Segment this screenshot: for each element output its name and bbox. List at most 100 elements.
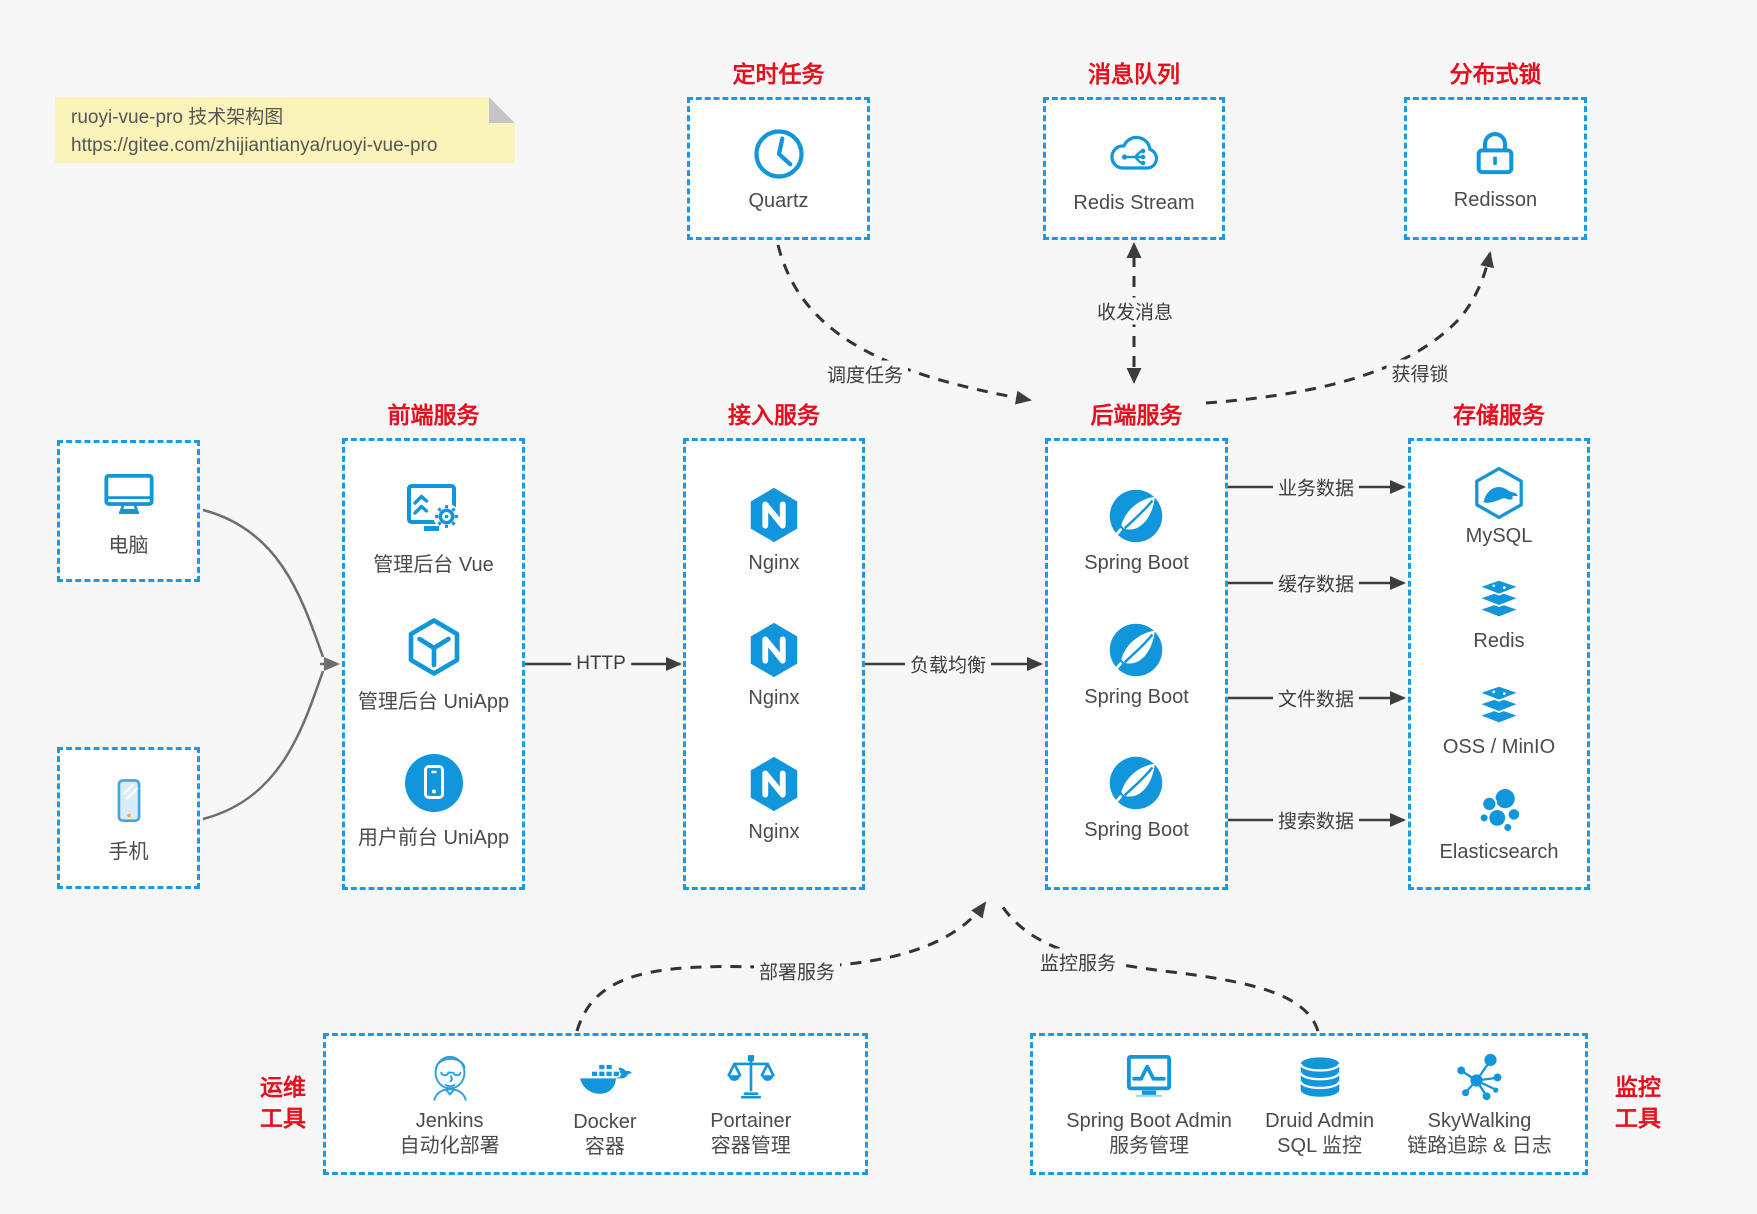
tool-sublabel: 自动化部署 — [399, 1135, 500, 1157]
access-services-box: Nginx Nginx Nginx — [683, 438, 865, 890]
item-redis-stream: Redis Stream — [1073, 122, 1195, 215]
uniapp-cube-icon — [408, 617, 459, 676]
item-nginx-3: Nginx — [743, 753, 805, 844]
item-label: Spring Boot — [1084, 551, 1189, 574]
edge-label-business-data: 业务数据 — [1272, 473, 1360, 501]
edge-label-cache-data: 缓存数据 — [1272, 569, 1360, 597]
spring-boot-icon — [1110, 489, 1163, 542]
item-oss-minio: OSS / MinIO — [1443, 677, 1555, 759]
tool-sublabel: SQL 监控 — [1277, 1135, 1363, 1157]
tool-label: Spring Boot Admin — [1066, 1110, 1232, 1132]
title-distributed-lock: 分布式锁 — [1449, 61, 1542, 87]
nginx-icon — [750, 622, 798, 677]
spring-boot-admin-icon — [1127, 1054, 1172, 1097]
monitor-label-line1: 监控 — [1615, 1074, 1661, 1100]
item-mysql: MySQL — [1465, 464, 1533, 548]
item-quartz: Quartz — [748, 124, 809, 213]
desktop-icon — [103, 473, 154, 514]
monitor-label-line2: 工具 — [1615, 1105, 1661, 1132]
item-admin-uniapp: 管理后台 UniApp — [358, 615, 509, 714]
title-backend-services: 后端服务 — [1090, 402, 1183, 428]
note-url: https://gitee.com/zhijiantianya/ruoyi-vu… — [71, 134, 438, 156]
jenkins-icon — [432, 1055, 467, 1101]
ops-label-line2: 工具 — [260, 1105, 306, 1132]
tool-label: SkyWalking — [1427, 1110, 1532, 1132]
item-label: 管理后台 Vue — [373, 554, 494, 577]
item-admin-vue: 管理后台 Vue — [373, 478, 494, 577]
item-label: Elasticsearch — [1439, 840, 1559, 863]
item-redisson: Redisson — [1454, 125, 1537, 212]
lock-icon — [1477, 132, 1514, 175]
edge-label-deploy-service: 部署服务 — [753, 957, 841, 985]
storage-services-box: MySQL Redis — [1408, 438, 1590, 890]
tool-label: Portainer — [710, 1110, 792, 1132]
mobile-client-box: 手机 — [57, 747, 200, 889]
item-skywalking: SkyWalking 链路追踪 & 日志 — [1407, 1049, 1552, 1159]
item-label: Redis — [1473, 630, 1525, 653]
item-label: Redis Stream — [1073, 192, 1195, 214]
item-label: 电脑 — [108, 534, 149, 557]
note-fold-corner — [489, 97, 515, 123]
elasticsearch-icon — [1478, 787, 1521, 833]
nginx-icon — [750, 756, 798, 811]
redisson-box: Redisson — [1404, 97, 1587, 240]
portainer-icon — [727, 1055, 775, 1099]
item-mobile: 手机 — [101, 773, 157, 864]
item-nginx-1: Nginx — [743, 484, 805, 575]
nginx-icon — [750, 488, 798, 543]
spring-boot-icon — [1110, 623, 1163, 676]
tool-sublabel: 链路追踪 & 日志 — [1407, 1135, 1552, 1157]
edge-label-send-receive-msg: 收发消息 — [1091, 297, 1179, 325]
item-jenkins: Jenkins 自动化部署 — [400, 1049, 500, 1159]
spring-boot-icon — [1110, 757, 1163, 810]
item-docker: Docker 容器 — [573, 1048, 637, 1160]
edge-label-search-data: 搜索数据 — [1272, 806, 1360, 834]
item-label: Spring Boot — [1084, 819, 1189, 842]
title-frontend-services: 前端服务 — [387, 402, 480, 428]
user-app-icon — [404, 753, 463, 812]
druid-icon — [1299, 1057, 1340, 1097]
clock-icon — [753, 129, 804, 179]
title-message-queue: 消息队列 — [1088, 61, 1180, 87]
edge-pc-to-frontend — [202, 508, 325, 658]
tool-label: Jenkins — [415, 1110, 484, 1132]
sticky-note: ruoyi-vue-pro 技术架构图 https://gitee.com/zh… — [55, 97, 515, 163]
monitor-tools-box: Spring Boot Admin 服务管理 Druid Admin SQL 监… — [1030, 1033, 1588, 1175]
item-label: Redisson — [1453, 189, 1538, 211]
item-label: 管理后台 UniApp — [357, 690, 510, 713]
item-label: 用户前台 UniApp — [357, 826, 510, 849]
backend-services-box: Spring Boot Spring Boot Spring B — [1045, 438, 1228, 890]
tool-label: Docker — [573, 1111, 637, 1133]
msg-arrowhead-up — [1126, 242, 1142, 258]
ops-tools-side-label: 运维 工具 — [238, 1072, 328, 1134]
item-redis: Redis — [1471, 571, 1527, 653]
title-access-services: 接入服务 — [728, 402, 820, 428]
tool-sublabel: 容器 — [584, 1136, 625, 1158]
note-title: ruoyi-vue-pro 技术架构图 — [71, 107, 284, 128]
item-label: Nginx — [748, 686, 800, 709]
mysql-icon — [1475, 467, 1523, 520]
edge-label-load-balance: 负载均衡 — [904, 650, 992, 678]
title-scheduled-jobs: 定时任务 — [732, 61, 825, 87]
item-label: Nginx — [748, 820, 800, 843]
frontend-services-box: 管理后台 Vue 管理后台 UniApp 用户前台 UniApp — [342, 438, 525, 890]
tool-label: Druid Admin — [1265, 1110, 1375, 1132]
edge-label-file-data: 文件数据 — [1272, 684, 1360, 712]
tool-sublabel: 容器管理 — [710, 1135, 791, 1157]
item-nginx-2: Nginx — [743, 619, 805, 710]
msg-arrowhead-down — [1126, 368, 1142, 384]
edge-label-acquire-lock: 获得锁 — [1386, 359, 1454, 387]
mobile-icon — [117, 778, 140, 822]
redis-stream-box: Redis Stream — [1043, 97, 1225, 240]
edge-label-schedule-task: 调度任务 — [821, 360, 909, 388]
layers-stack-icon — [1478, 684, 1520, 724]
item-pc: 电脑 — [100, 465, 158, 558]
item-label: MySQL — [1465, 525, 1533, 548]
monitor-tools-side-label: 监控 工具 — [1593, 1072, 1683, 1134]
cloud-stream-icon — [1110, 135, 1159, 170]
ops-label-line1: 运维 — [260, 1074, 306, 1100]
item-label: Spring Boot — [1084, 685, 1189, 708]
ops-tools-box: Jenkins 自动化部署 Docker 容器 — [323, 1033, 868, 1175]
item-spring-boot-3: Spring Boot — [1084, 753, 1189, 842]
